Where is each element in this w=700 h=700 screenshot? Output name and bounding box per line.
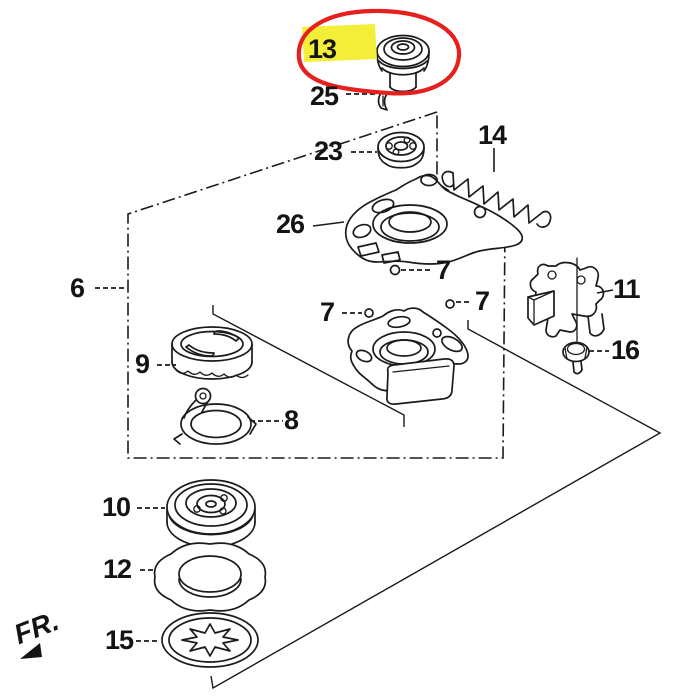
part-15-lock-washer [161, 612, 259, 668]
part-label-7c: 7 [320, 297, 335, 327]
stack-guide-upper [212, 305, 405, 427]
part-26-plate [344, 173, 524, 265]
part-label-6: 6 [70, 273, 85, 303]
assembly-boundary-6 [127, 110, 506, 459]
part-lower-plate [347, 307, 469, 405]
part-13-cap [376, 34, 430, 93]
part-25-clip [377, 92, 388, 111]
part-label-13: 13 [308, 34, 337, 64]
part-label-10: 10 [102, 492, 131, 522]
part-14-spring [441, 170, 552, 228]
highlight-rect [302, 24, 377, 62]
part-label-16: 16 [611, 335, 640, 365]
part-label-25: 25 [310, 81, 339, 111]
part-label-14: 14 [478, 120, 507, 150]
part-label-7b: 7 [475, 286, 490, 316]
part-12-ratchet-wheel [153, 542, 267, 612]
part-9-pulley [171, 326, 253, 380]
part-label-9: 9 [135, 349, 150, 379]
screw-7-a [389, 264, 401, 276]
part-label-12: 12 [103, 554, 132, 584]
part-23-bearing [377, 131, 425, 169]
part-label-11: 11 [613, 274, 641, 304]
part-16-bolt [562, 257, 590, 375]
highlight-circle [296, 8, 462, 96]
part-10-pulley [166, 479, 256, 548]
screw-7-b [445, 299, 455, 309]
part-label-7a: 7 [436, 255, 451, 285]
screw-7-c [364, 308, 374, 318]
fr-arrow-icon [20, 643, 42, 659]
part-label-8: 8 [284, 405, 299, 435]
part-label-15: 15 [105, 625, 134, 655]
part-8-ratchet [173, 387, 257, 445]
part-label-23: 23 [314, 136, 343, 166]
stack-guide-lower [210, 320, 662, 690]
part-11-bracket [527, 261, 605, 338]
part-label-26: 26 [276, 209, 305, 239]
